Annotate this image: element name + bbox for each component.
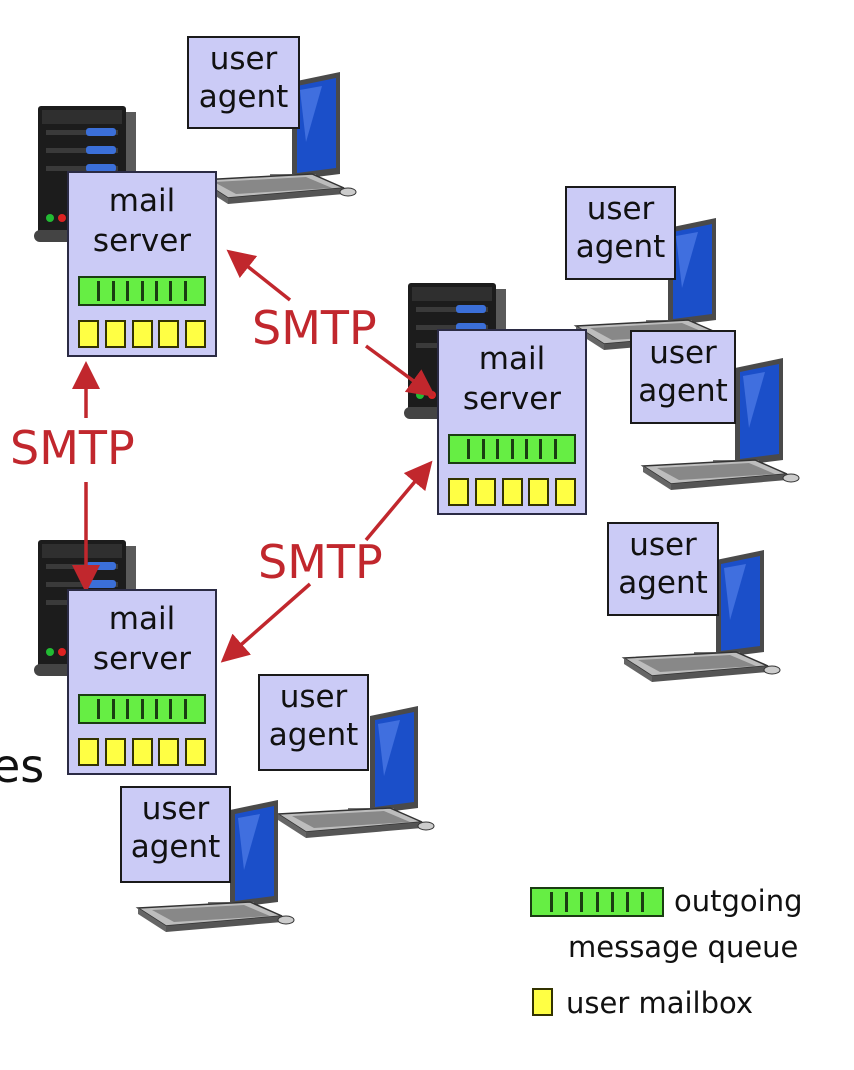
legend-queue-label-2: message queue — [568, 930, 799, 964]
cut-off-text: es — [0, 739, 45, 793]
outgoing-message-queue — [78, 276, 206, 306]
mail-server-label: mail server — [92, 601, 192, 677]
mail-server-right: mail server — [437, 329, 587, 515]
mail-server-label: mail server — [92, 183, 192, 259]
legend-queue-label-1: outgoing — [674, 884, 803, 918]
user-mailboxes — [78, 738, 206, 766]
legend-queue-swatch — [530, 887, 664, 917]
outgoing-message-queue — [448, 434, 576, 464]
smtp-arrow-top-right — [364, 344, 436, 398]
legend-mailbox-label: user mailbox — [566, 986, 754, 1020]
smtp-arrow-top — [226, 249, 292, 302]
mail-server-top: mail server — [67, 171, 217, 357]
legend-mailbox-swatch — [532, 988, 553, 1016]
mail-server-label: mail server — [462, 341, 562, 417]
smtp-arrow-lower-right — [364, 460, 433, 542]
outgoing-message-queue — [78, 694, 206, 724]
user-mailboxes — [78, 320, 206, 348]
user-mailboxes — [448, 478, 576, 506]
smtp-label: SMTP — [252, 301, 377, 355]
mail-server-bottom: mail server — [67, 589, 217, 775]
smtp-arrow-lower-left — [220, 582, 312, 663]
smtp-label: SMTP — [10, 421, 135, 475]
smtp-label: SMTP — [258, 535, 383, 589]
